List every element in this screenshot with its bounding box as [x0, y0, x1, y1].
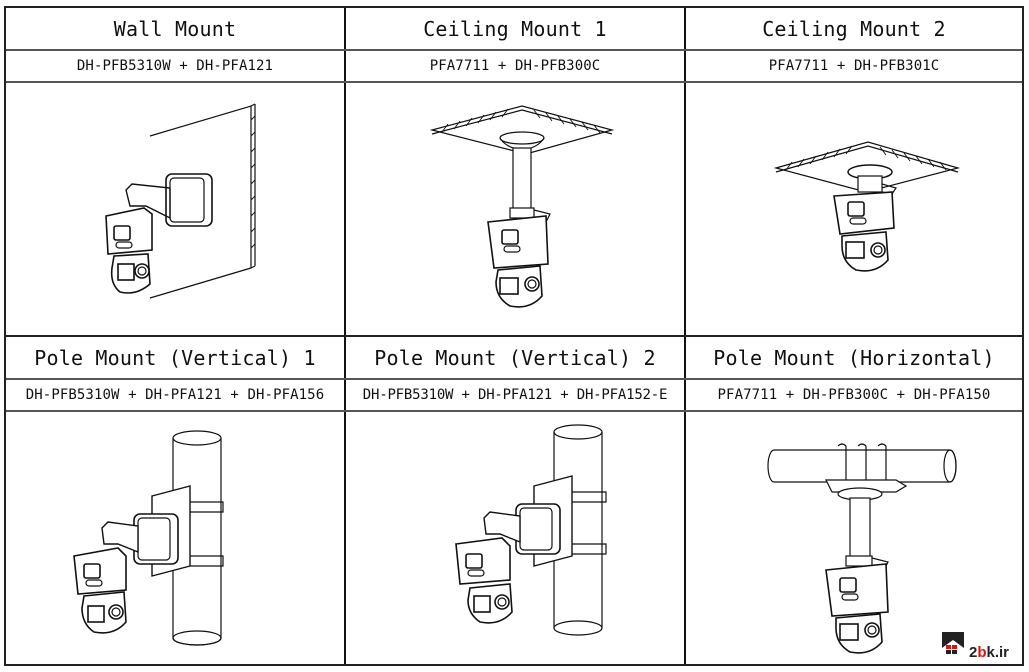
cell-model-pole-vertical-1: DH-PFB5310W + DH-PFA121 + DH-PFA156	[25, 387, 325, 403]
row-divider	[6, 335, 1022, 337]
row-divider	[6, 378, 1022, 380]
cell-title-pole-horizontal: Pole Mount (Horizontal)	[713, 345, 995, 370]
row-divider	[6, 410, 1022, 412]
ceiling-mount-2-illustration	[746, 128, 966, 328]
row-divider	[6, 81, 1022, 83]
cell-title-wall-mount: Wall Mount	[113, 16, 237, 41]
mount-options-table: Wall Mount Ceiling Mount 1 Ceiling Mount…	[4, 6, 1024, 666]
cell-title-pole-vertical-2: Pole Mount (Vertical) 2	[374, 345, 656, 370]
pole-mount-vertical-2-illustration	[416, 416, 636, 666]
cell-model-pole-vertical-2: DH-PFB5310W + DH-PFA121 + DH-PFA152-E	[362, 387, 668, 403]
wall-mount-illustration	[66, 88, 286, 328]
cell-model-pole-horizontal: PFA7711 + DH-PFB300C + DH-PFA150	[717, 387, 991, 403]
cell-model-ceiling-mount-1: PFA7711 + DH-PFB300C	[429, 58, 601, 74]
ceiling-mount-1-illustration	[406, 88, 626, 328]
row-divider	[6, 49, 1022, 51]
pole-mount-vertical-1-illustration	[56, 416, 296, 666]
cell-model-wall-mount: DH-PFB5310W + DH-PFA121	[76, 58, 274, 74]
cell-model-ceiling-mount-2: PFA7711 + DH-PFB301C	[768, 58, 940, 74]
cell-title-ceiling-mount-2: Ceiling Mount 2	[762, 16, 946, 41]
pole-mount-horizontal-illustration	[746, 428, 986, 668]
cell-title-pole-vertical-1: Pole Mount (Vertical) 1	[34, 345, 316, 370]
watermark-text: 2bk.ir	[968, 644, 1009, 661]
cell-title-ceiling-mount-1: Ceiling Mount 1	[423, 16, 607, 41]
watermark: 2bk.ir	[940, 630, 1009, 660]
house-logo-icon	[940, 630, 966, 660]
